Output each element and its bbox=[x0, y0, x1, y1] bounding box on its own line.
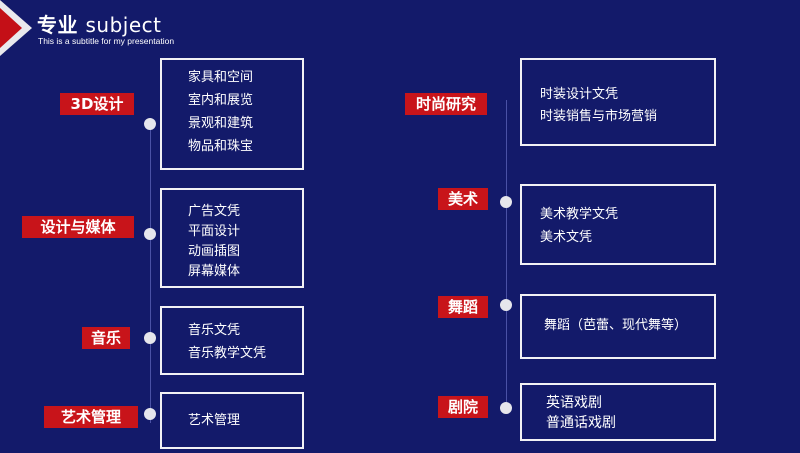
course-item: 音乐文凭 bbox=[188, 323, 241, 338]
slide-title: 专业 subject bbox=[37, 9, 161, 38]
timeline-dot bbox=[500, 402, 512, 414]
course-item: 广告文凭 bbox=[188, 204, 241, 219]
timeline-dot bbox=[144, 118, 156, 130]
course-item: 时装销售与市场营销 bbox=[540, 109, 658, 124]
course-box-dance: 舞蹈（芭蕾、现代舞等） bbox=[520, 294, 716, 359]
course-item: 物品和珠宝 bbox=[188, 139, 254, 154]
slide-subtitle: This is a subtitle for my presentation bbox=[38, 36, 175, 46]
course-item: 家具和空间 bbox=[188, 70, 254, 85]
course-box-music: 音乐文凭 音乐教学文凭 bbox=[160, 306, 304, 375]
course-item: 美术文凭 bbox=[540, 230, 593, 245]
course-item: 普通话戏剧 bbox=[546, 415, 616, 431]
course-box-3d-design: 家具和空间 室内和展览 景观和建筑 物品和珠宝 bbox=[160, 58, 304, 170]
course-item: 屏幕媒体 bbox=[188, 264, 241, 279]
course-item: 时装设计文凭 bbox=[540, 87, 619, 102]
course-item: 室内和展览 bbox=[188, 93, 254, 108]
timeline-dot bbox=[144, 228, 156, 240]
course-item: 英语戏剧 bbox=[546, 395, 602, 411]
header-corner-red-triangle bbox=[0, 8, 22, 48]
category-label-music: 音乐 bbox=[82, 327, 130, 349]
course-item: 舞蹈（芭蕾、现代舞等） bbox=[544, 318, 688, 333]
course-box-arts-management: 艺术管理 bbox=[160, 392, 304, 449]
timeline-dot bbox=[500, 299, 512, 311]
category-label-design-media: 设计与媒体 bbox=[22, 216, 134, 238]
course-item: 音乐教学文凭 bbox=[188, 346, 267, 361]
course-item: 艺术管理 bbox=[188, 413, 241, 428]
timeline-dot bbox=[144, 332, 156, 344]
category-label-theatre: 剧院 bbox=[438, 396, 488, 418]
course-box-fashion-studies: 时装设计文凭 时装销售与市场营销 bbox=[520, 58, 716, 146]
course-item: 平面设计 bbox=[188, 224, 241, 239]
left-timeline-line bbox=[150, 118, 151, 423]
slide-title-cn: 专业 bbox=[37, 13, 78, 37]
category-label-fashion-studies: 时尚研究 bbox=[405, 93, 487, 115]
category-label-dance: 舞蹈 bbox=[438, 296, 488, 318]
category-label-fine-arts: 美术 bbox=[438, 188, 488, 210]
course-item: 美术教学文凭 bbox=[540, 207, 619, 222]
course-item: 景观和建筑 bbox=[188, 116, 254, 131]
timeline-dot bbox=[144, 408, 156, 420]
course-box-fine-arts: 美术教学文凭 美术文凭 bbox=[520, 184, 716, 265]
course-item: 动画插图 bbox=[188, 244, 241, 259]
course-box-design-media: 广告文凭 平面设计 动画插图 屏幕媒体 bbox=[160, 188, 304, 288]
slide-title-en: subject bbox=[85, 13, 162, 37]
course-box-theatre: 英语戏剧 普通话戏剧 bbox=[520, 383, 716, 441]
category-label-arts-management: 艺术管理 bbox=[44, 406, 138, 428]
right-timeline-line bbox=[506, 100, 507, 410]
category-label-3d-design: 3D设计 bbox=[60, 93, 134, 115]
timeline-dot bbox=[500, 196, 512, 208]
